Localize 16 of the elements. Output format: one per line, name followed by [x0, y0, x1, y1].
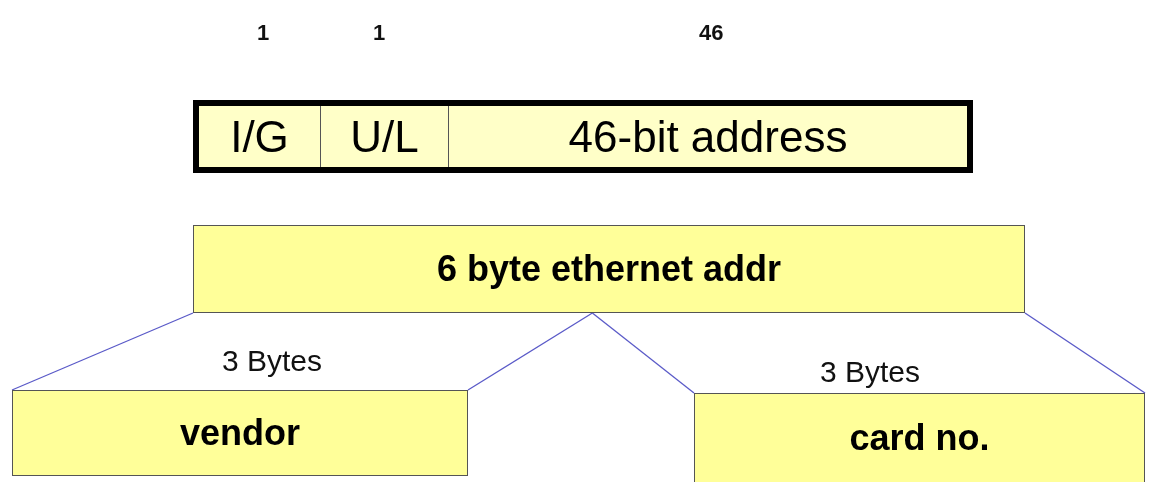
- size-label: 3 Bytes: [820, 355, 921, 389]
- connector-line: [11, 312, 194, 391]
- register-frame: [193, 100, 973, 173]
- bit-field: 46-bit address: [449, 106, 967, 167]
- field-box: vendor: [12, 390, 468, 476]
- connector-line: [467, 312, 593, 391]
- bit-count: 46: [699, 20, 724, 46]
- connector-line: [1024, 312, 1146, 394]
- connector-line: [591, 312, 695, 394]
- bit-field: I/G: [199, 106, 321, 167]
- bit-count: 1: [373, 20, 386, 46]
- field-box: card no.: [694, 393, 1145, 482]
- address-box: 6 byte ethernet addr: [193, 225, 1025, 313]
- size-label: 3 Bytes: [222, 344, 323, 378]
- bit-count: 1: [257, 20, 270, 46]
- bit-field: U/L: [321, 106, 449, 167]
